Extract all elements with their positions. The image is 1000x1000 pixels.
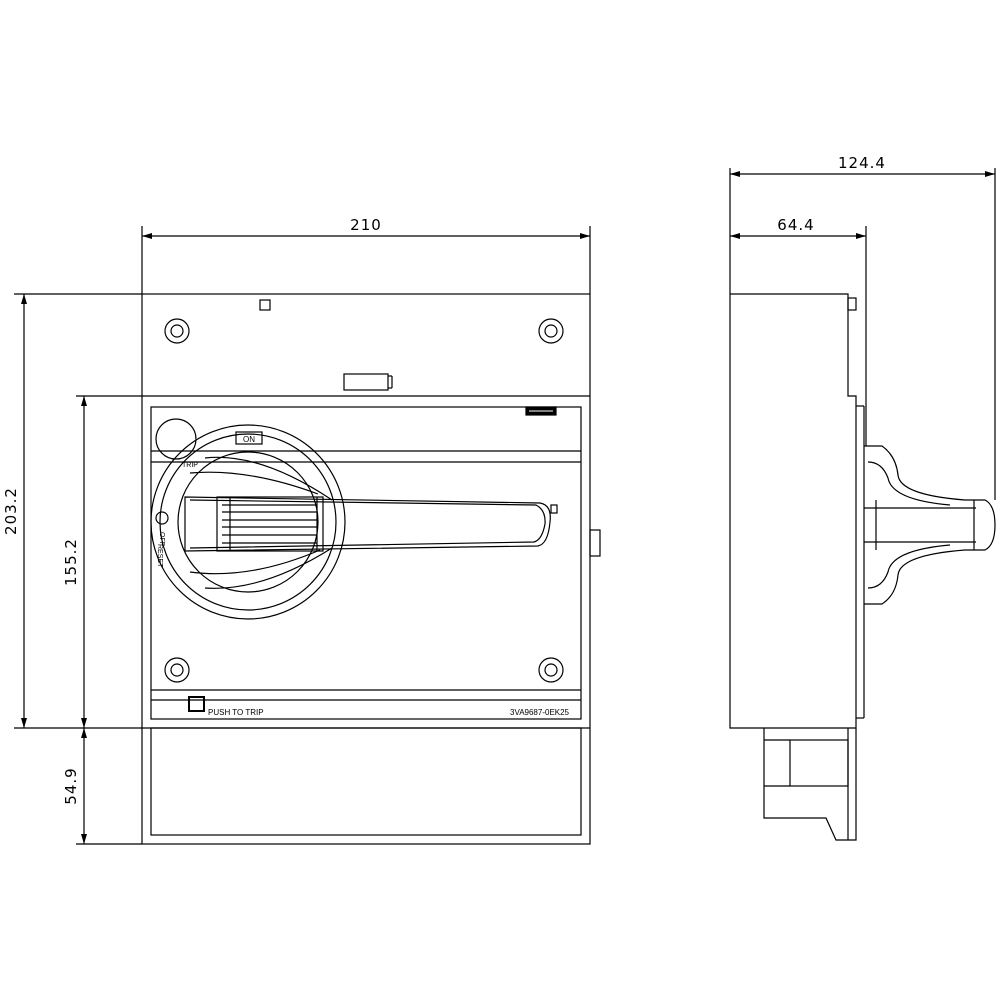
side-view: [729, 293, 996, 841]
front-cover-panel: [150, 406, 582, 720]
side-bottom-block: [763, 728, 857, 841]
push-to-trip-button: [188, 696, 205, 712]
dim-bottom-height: 54.9: [62, 767, 80, 804]
front-view: ON TRIP OFF RESET PUSH TO TRIP 3VA9687-0…: [141, 293, 601, 845]
screw-icon: [538, 318, 564, 344]
on-label: ON: [243, 435, 255, 444]
top-indicator-square: [259, 299, 271, 311]
screw-icon: [164, 318, 190, 344]
dim-width: 210: [350, 216, 382, 234]
side-handle-profile: [864, 445, 996, 605]
front-outer-outline: [141, 293, 591, 845]
rotary-dial: [150, 424, 346, 620]
screw-icon: [164, 657, 190, 683]
front-dimensions: 210 203.2 155.2 54.9: [2, 216, 591, 845]
side-body: [729, 293, 857, 729]
padlock-circle: [155, 418, 197, 460]
trip-label: TRIP: [182, 462, 198, 469]
model-number: 3VA9687-0EK25: [510, 708, 570, 717]
screw-icon: [538, 657, 564, 683]
rotary-handle: [184, 496, 558, 552]
dim-cover-height: 155.2: [62, 538, 80, 586]
front-slot: [343, 373, 389, 391]
off-label: OFF: [158, 532, 165, 546]
front-bottom-panel: [150, 727, 582, 836]
side-dimensions: 124.4 64.4: [729, 154, 996, 500]
reset-label: RESET: [156, 544, 163, 568]
on-label-box: [235, 431, 263, 445]
dim-side-body: 64.4: [777, 216, 814, 234]
side-knob: [589, 529, 601, 557]
dim-total-height: 203.2: [2, 487, 20, 535]
off-indicator-icon: [155, 511, 169, 525]
dim-side-total: 124.4: [838, 154, 886, 172]
brand-logo: [525, 406, 557, 416]
push-to-trip-label: PUSH TO TRIP: [208, 708, 264, 717]
